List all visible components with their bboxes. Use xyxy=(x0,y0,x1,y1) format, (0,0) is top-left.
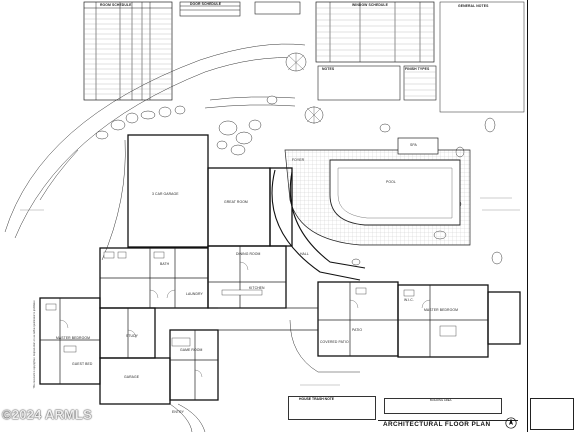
room-label-study: STUDY xyxy=(126,334,138,338)
general-notes-box xyxy=(439,1,525,113)
room-label-entry: ENTRY xyxy=(172,410,184,414)
window-schedule-heading: WINDOW SCHEDULE xyxy=(352,3,388,7)
room-label-game-room: GAME ROOM xyxy=(180,348,203,352)
notes-heading: NOTES xyxy=(322,67,335,71)
building-area-table xyxy=(384,398,502,414)
drawing-sidebar xyxy=(527,0,576,432)
vertical-copyright-text: This document is copyrighted. Reproducti… xyxy=(33,300,36,389)
north-arrow-icon xyxy=(505,417,517,429)
room-label-laundry: LAUNDRY xyxy=(186,292,203,296)
building-area-heading: BUILDING AREA xyxy=(430,398,452,402)
house-trash-note-box xyxy=(288,396,376,420)
room-label-master-bedroom-2: MASTER BEDROOM xyxy=(424,308,458,312)
room-label-great-room: GREAT ROOM xyxy=(224,200,248,204)
sheet-title: ARCHITECTURAL FLOOR PLAN xyxy=(383,421,491,428)
room-label-kitchen: KITCHEN xyxy=(249,286,265,290)
room-label-wic: W.I.C. xyxy=(404,298,414,302)
notes-box xyxy=(317,65,401,101)
room-label-dining: DINING ROOM xyxy=(236,252,261,256)
general-notes-heading: GENERAL NOTES xyxy=(458,4,489,8)
title-block xyxy=(378,420,518,432)
room-label-bath: BATH xyxy=(160,262,170,266)
floor-plan-drawing xyxy=(4,1,525,432)
room-schedule-table xyxy=(83,1,173,101)
room-label-garage: GARAGE xyxy=(124,375,140,379)
door-schedule-heading: DOOR SCHEDULE xyxy=(190,2,222,6)
room-label-hall: HALL xyxy=(300,252,309,256)
room-schedule-heading: ROOM SCHEDULE xyxy=(100,3,132,7)
room-label-garage-3car: 3 CAR GARAGE xyxy=(152,192,179,196)
armls-watermark: ©2024 ARMLS xyxy=(2,407,93,422)
room-label-foyer: FOYER xyxy=(292,158,305,162)
architect-logo xyxy=(530,398,574,430)
room-label-pool: POOL xyxy=(386,180,396,184)
spa-outline xyxy=(397,137,439,155)
room-label-master-bedroom: MASTER BEDROOM xyxy=(56,336,90,340)
house-trash-note-title: HOUSE TRASH NOTE xyxy=(299,397,335,401)
pool-outline xyxy=(329,159,461,226)
door-schedule-table xyxy=(179,1,241,17)
finish-types-heading: FINISH TYPES xyxy=(405,67,430,71)
room-label-covered-patio: COVERED PATIO xyxy=(320,340,349,344)
site-curve-outer xyxy=(4,43,306,233)
room-label-guest-bed: GUEST BED xyxy=(72,362,93,366)
room-label-patio: PATIO xyxy=(352,328,363,332)
room-label-spa: SPA xyxy=(410,143,417,147)
finish-types-table xyxy=(403,65,437,101)
wall-garage-3car xyxy=(127,134,209,248)
